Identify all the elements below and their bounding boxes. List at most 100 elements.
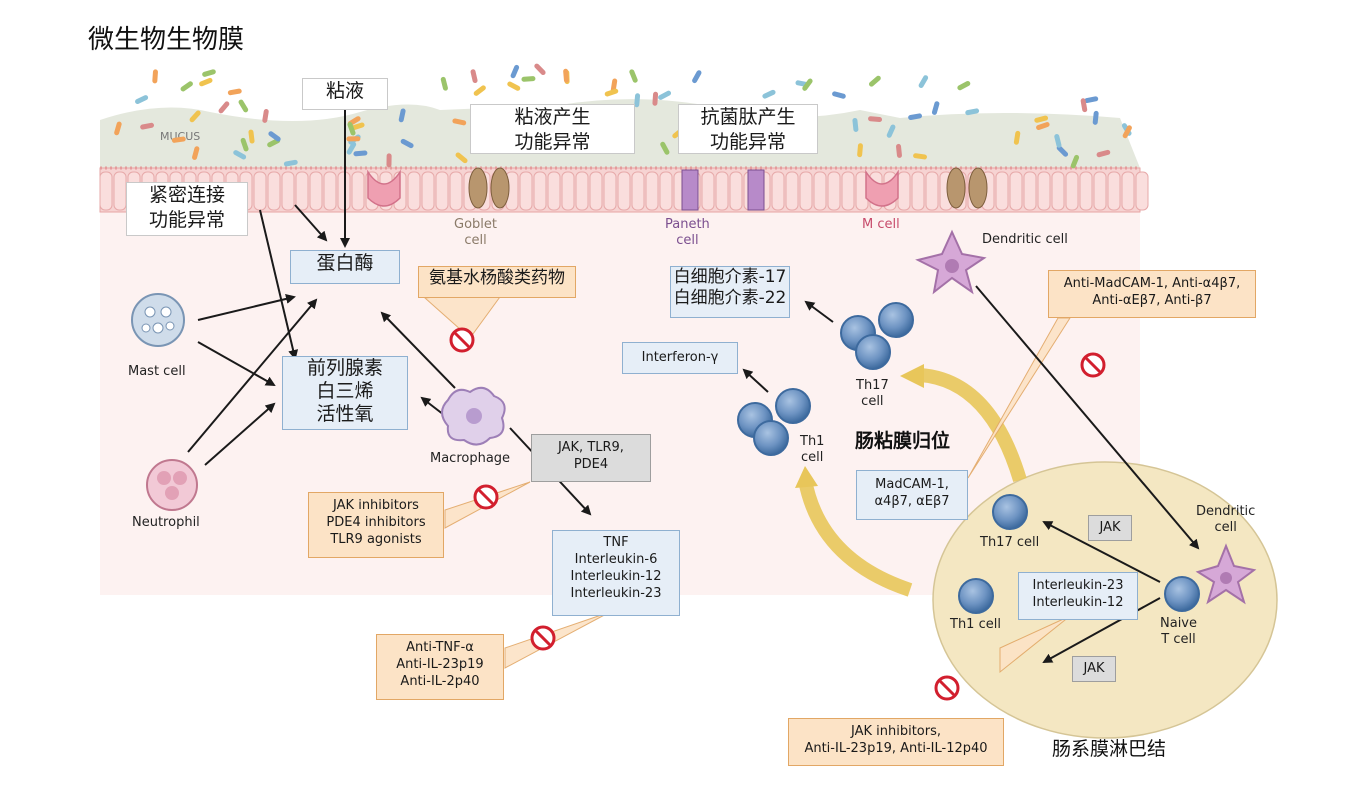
homing-label: 肠粘膜归位	[855, 430, 951, 452]
epithelial-cell	[1009, 171, 1023, 211]
bacterium	[957, 81, 971, 91]
epithelial-cell	[533, 171, 547, 211]
macrophage	[441, 386, 506, 446]
epithelial-cell	[729, 171, 743, 211]
bacterium	[1092, 110, 1099, 125]
epithelial-cell	[1121, 171, 1135, 211]
bacterium	[1084, 96, 1099, 104]
bacterium	[440, 76, 448, 91]
epithelial-cell	[309, 171, 323, 211]
epithelial-cell	[351, 171, 365, 211]
goblet-cells	[468, 167, 988, 209]
epithelial-cell	[435, 171, 449, 211]
mediators-box: 前列腺素 白三烯 活性氧	[282, 356, 408, 430]
bacterium	[347, 122, 356, 136]
bacterium	[400, 138, 414, 149]
epithelial-cell	[771, 171, 785, 211]
page-title: 微生物生物膜	[88, 25, 245, 55]
interleukin-17-22-box: 白细胞介素-17 白细胞介素-22	[670, 266, 790, 318]
epithelial-cell	[113, 171, 127, 211]
jak-anti-il-drug-box: JAK inhibitors, Anti-IL-23p19, Anti-IL-1…	[788, 718, 1004, 766]
bacterium	[652, 91, 659, 106]
bacterium	[896, 143, 902, 158]
epithelial-cell	[1051, 171, 1065, 211]
epithelial-cell	[813, 171, 827, 211]
epithelial-cell	[547, 171, 561, 211]
epithelial-cells	[99, 171, 1149, 211]
bacterium	[534, 63, 546, 76]
dendritic-cell-top-label: Dendritic cell	[982, 232, 1068, 247]
epithelial-cell	[253, 171, 267, 211]
bacterium	[199, 77, 213, 87]
naive-t-cell-label: Naive T cell	[1160, 616, 1197, 648]
epithelial-cell	[589, 171, 603, 211]
bacterium	[152, 69, 158, 84]
epithelial-cell	[617, 171, 631, 211]
bacterium	[353, 150, 368, 157]
epithelial-cell	[701, 171, 715, 211]
bacterium	[660, 141, 670, 155]
inhibit-symbols	[449, 327, 1106, 701]
microbial-biofilm	[114, 63, 1132, 169]
bacterium	[473, 85, 486, 96]
bacterium	[629, 69, 638, 83]
il23-il12-box: Interleukin-23 Interleukin-12	[1018, 572, 1138, 620]
bacterium	[507, 81, 521, 91]
m-cell-left	[367, 169, 401, 207]
epithelial-cell	[561, 171, 575, 211]
bacterium	[455, 152, 468, 164]
bacterium	[913, 153, 928, 160]
neutrophil	[146, 459, 198, 511]
th17-top-label: Th17 cell	[856, 378, 889, 410]
epithelial-cell	[1065, 171, 1079, 211]
bacterium	[248, 129, 255, 144]
bacterium	[135, 95, 149, 105]
tight-junction-box: 紧密连接 功能异常	[126, 182, 248, 236]
jak-pde4-tlr9-drug-box: JAK inhibitors PDE4 inhibitors TLR9 agon…	[308, 492, 444, 558]
goblet-cell-label: Goblet cell	[454, 217, 497, 249]
bacterium	[1056, 145, 1069, 157]
paneth-cell-label: Paneth cell	[665, 217, 710, 249]
homing-arrowhead-th17	[900, 364, 924, 388]
mast-cell-label: Mast cell	[128, 364, 186, 379]
bacterium	[1096, 149, 1111, 158]
bacterium	[202, 69, 216, 77]
bacterium	[268, 131, 281, 142]
macrophage-label: Macrophage	[430, 451, 511, 466]
dendritic-cell-node	[1195, 543, 1257, 605]
t-cells	[737, 302, 1200, 614]
jak-tlr9-pde4-box: JAK, TLR9, PDE4	[531, 434, 651, 482]
amp-dysfunction-box: 抗菌肽产生 功能异常	[678, 104, 818, 154]
bacterium	[908, 113, 923, 120]
bacterium	[346, 141, 357, 155]
bacterium	[1034, 115, 1049, 123]
bacterium	[634, 93, 641, 108]
bacterium	[218, 101, 230, 114]
m-cell-label: M cell	[862, 217, 900, 232]
bacterium	[965, 108, 980, 116]
epithelial-cell	[897, 171, 911, 211]
bacterium	[886, 124, 896, 138]
epithelial-cell	[827, 171, 841, 211]
bacterium	[114, 121, 122, 136]
th17-node-label: Th17 cell	[980, 535, 1040, 550]
jak-lower-box: JAK	[1072, 656, 1116, 682]
epithelial-cell	[99, 171, 113, 211]
homing-arrow-th1	[798, 478, 913, 597]
bacterium	[852, 118, 859, 132]
epithelial-cell	[421, 171, 435, 211]
epithelial-cell	[911, 171, 925, 211]
bacterium	[521, 76, 536, 82]
bacterium	[233, 150, 247, 160]
epithelial-cell	[1023, 171, 1037, 211]
epithelial-cell	[1037, 171, 1051, 211]
epithelial-cell	[449, 171, 463, 211]
bacterium	[1122, 125, 1132, 139]
epithelial-cell	[1093, 171, 1107, 211]
bacterium	[510, 64, 520, 79]
epithelial-cell	[995, 171, 1009, 211]
anti-tnf-drug-box: Anti-TNF-α Anti-IL-23p19 Anti-IL-2p40	[376, 634, 504, 700]
bacterium	[1080, 98, 1088, 113]
epithelial-cell	[323, 171, 337, 211]
